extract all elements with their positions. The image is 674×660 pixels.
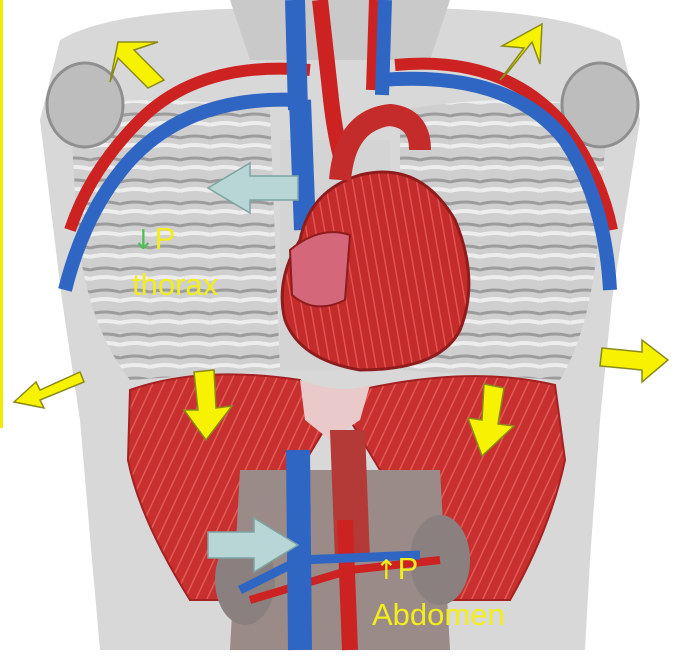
thorax-pressure-label: ↓P xyxy=(132,222,175,258)
neck xyxy=(230,0,450,60)
up-arrow-icon: ↑ xyxy=(375,555,398,586)
heart-atrium xyxy=(290,232,350,306)
superior-vena-cava xyxy=(300,100,305,230)
abdomen-p-label: P xyxy=(398,551,419,586)
abdomen-pressure-label: ↑P xyxy=(375,552,418,588)
inferior-vena-cava xyxy=(298,450,300,650)
thorax-word-label: thorax xyxy=(132,268,218,302)
down-arrow-icon: ↓ xyxy=(132,225,155,256)
carotid xyxy=(372,0,375,90)
abdomen-word-label: Abdomen xyxy=(372,598,505,632)
thorax-p-label: P xyxy=(155,221,176,256)
abdominal-aorta xyxy=(345,520,350,650)
arrow-icon xyxy=(600,340,668,382)
arrow-icon xyxy=(14,372,84,408)
